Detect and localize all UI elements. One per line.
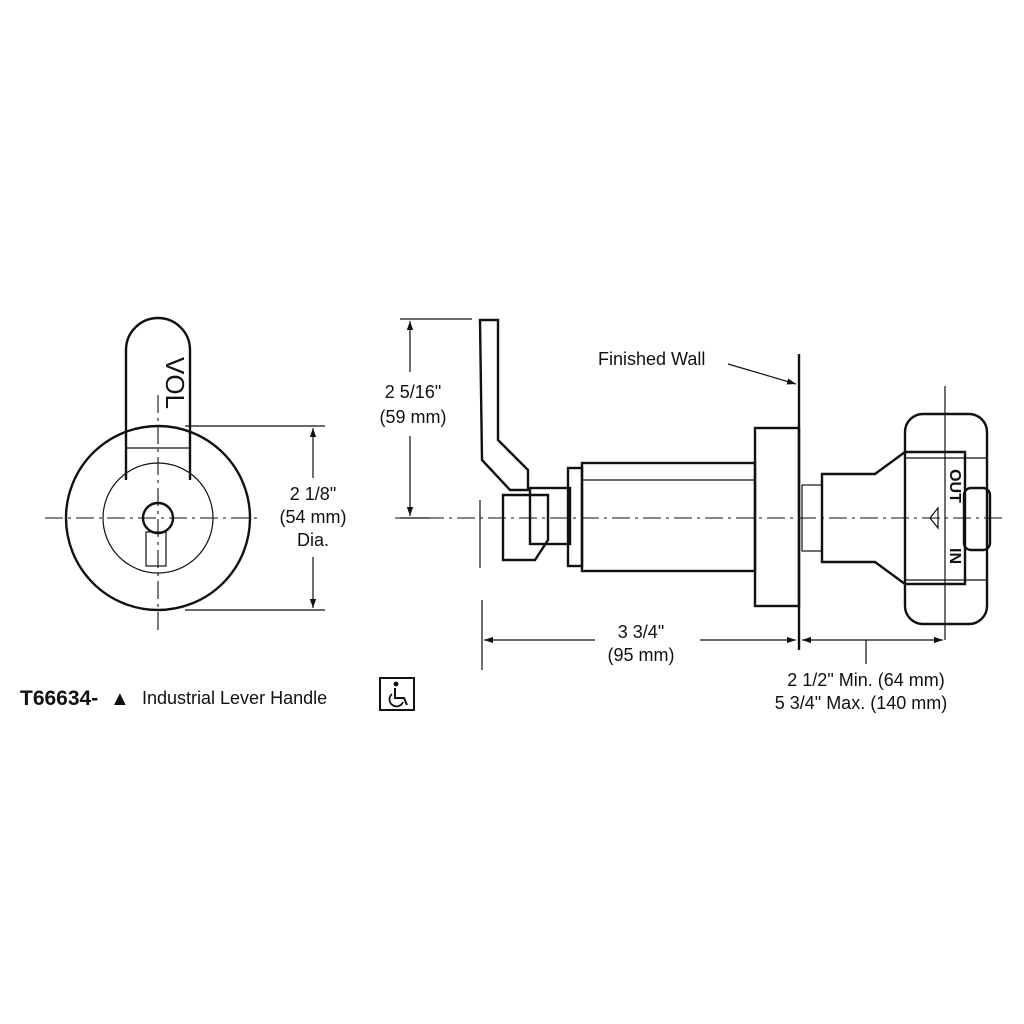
valve-housing	[903, 412, 989, 626]
height-dimension: 2 5/16" (59 mm)	[380, 318, 472, 519]
rough-max-label: 5 3/4" Max. (140 mm)	[775, 693, 947, 713]
stem-circle	[141, 501, 175, 535]
handle-adapter	[528, 486, 572, 546]
front-view: VOL	[45, 316, 258, 630]
height-mm-label: (59 mm)	[380, 407, 447, 427]
dia-mm-label: (54 mm)	[280, 507, 347, 527]
part-name: Industrial Lever Handle	[142, 688, 327, 708]
stem-tab	[145, 531, 167, 567]
lever-vol-text: VOL	[160, 357, 190, 409]
rough-min-label: 2 1/2" Min. (64 mm)	[787, 670, 944, 690]
depth-inch-label: 3 3/4"	[618, 622, 664, 642]
depth-dimension: 3 3/4" (95 mm)	[481, 600, 796, 670]
escutcheon-profile	[753, 426, 801, 608]
valve-cartridge	[962, 486, 992, 552]
finished-wall-leader	[727, 363, 797, 385]
height-inch-label: 2 5/16"	[385, 382, 441, 402]
depth-mm-label: (95 mm)	[608, 645, 675, 665]
lever-hub	[501, 493, 550, 562]
valve-in-label: IN	[946, 548, 963, 564]
valve-body	[820, 450, 967, 586]
sleeve-body	[580, 461, 757, 573]
rough-in-dimension: 2 1/2" Min. (64 mm) 5 3/4" Max. (140 mm)	[775, 636, 947, 713]
wheelchair-icon	[379, 677, 415, 711]
dia-inch-label: 2 1/8"	[290, 484, 336, 504]
part-caption: T66634- ▲ Industrial Lever Handle	[20, 677, 415, 711]
hub-outline	[102, 462, 214, 574]
part-marker-icon: ▲	[110, 688, 130, 710]
lever-profile	[478, 318, 530, 492]
escutcheon-outline	[64, 424, 252, 612]
valve-out-label: OUT	[946, 469, 963, 503]
finished-wall-label: Finished Wall	[598, 349, 705, 369]
flow-arrow-icon	[929, 506, 939, 530]
diameter-dimension: 2 1/8" (54 mm) Dia.	[185, 425, 347, 611]
side-view: Finished Wall OUT IN	[395, 318, 1005, 650]
part-number: T66634-	[20, 687, 98, 710]
dia-label: Dia.	[297, 530, 329, 550]
lever-outline	[124, 316, 192, 480]
